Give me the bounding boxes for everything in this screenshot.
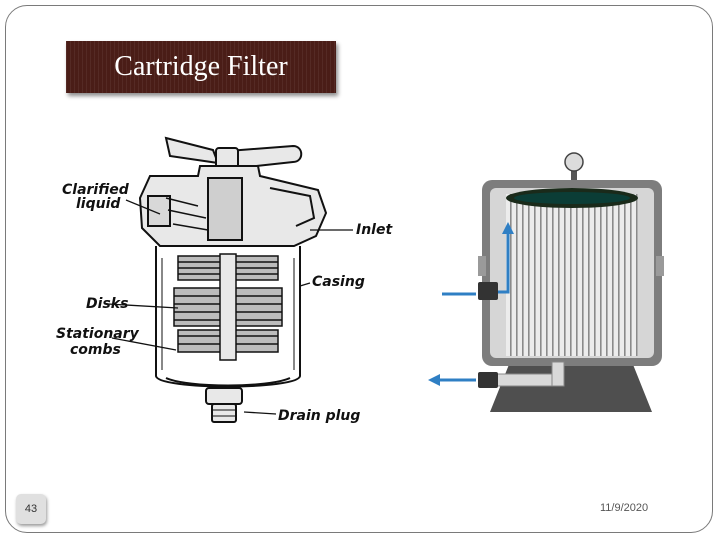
inlet-flow-arrow-icon — [442, 232, 510, 296]
label-disks: Disks — [86, 296, 128, 312]
pressure-gauge-icon — [564, 152, 584, 180]
casing-icon — [155, 246, 301, 388]
slide-date: 11/9/2020 — [600, 502, 649, 514]
slide-number-badge: 43 — [16, 494, 46, 524]
outlet-flow-arrowhead-icon — [428, 374, 440, 386]
outlet-pipe-icon — [478, 361, 565, 388]
cartridge-housing-diagram — [428, 152, 664, 412]
drain-plug-icon — [205, 387, 243, 423]
housing-base-icon — [490, 362, 652, 412]
label-combs-line1: Stationary — [56, 326, 140, 342]
filter-head-icon — [138, 165, 328, 247]
slide-frame — [5, 5, 713, 533]
label-combs-line2: combs — [70, 342, 121, 358]
inlet-port-icon — [478, 282, 498, 300]
label-casing: Casing — [312, 274, 365, 290]
label-drain-plug: Drain plug — [278, 408, 360, 424]
disk-stack-icon — [173, 253, 283, 361]
label-inlet: Inlet — [356, 222, 393, 238]
inlet-flow-arrowhead-icon — [502, 222, 514, 234]
label-clarified-line1: Clarified — [62, 182, 130, 198]
label-leaders — [107, 199, 353, 415]
slide-title: Cartridge Filter — [66, 41, 336, 93]
pleated-cartridge-icon — [506, 188, 638, 356]
disk-filter-diagram: Clarified liquid Inlet Casing Disks Stat… — [56, 136, 393, 424]
label-clarified-line2: liquid — [76, 196, 121, 212]
